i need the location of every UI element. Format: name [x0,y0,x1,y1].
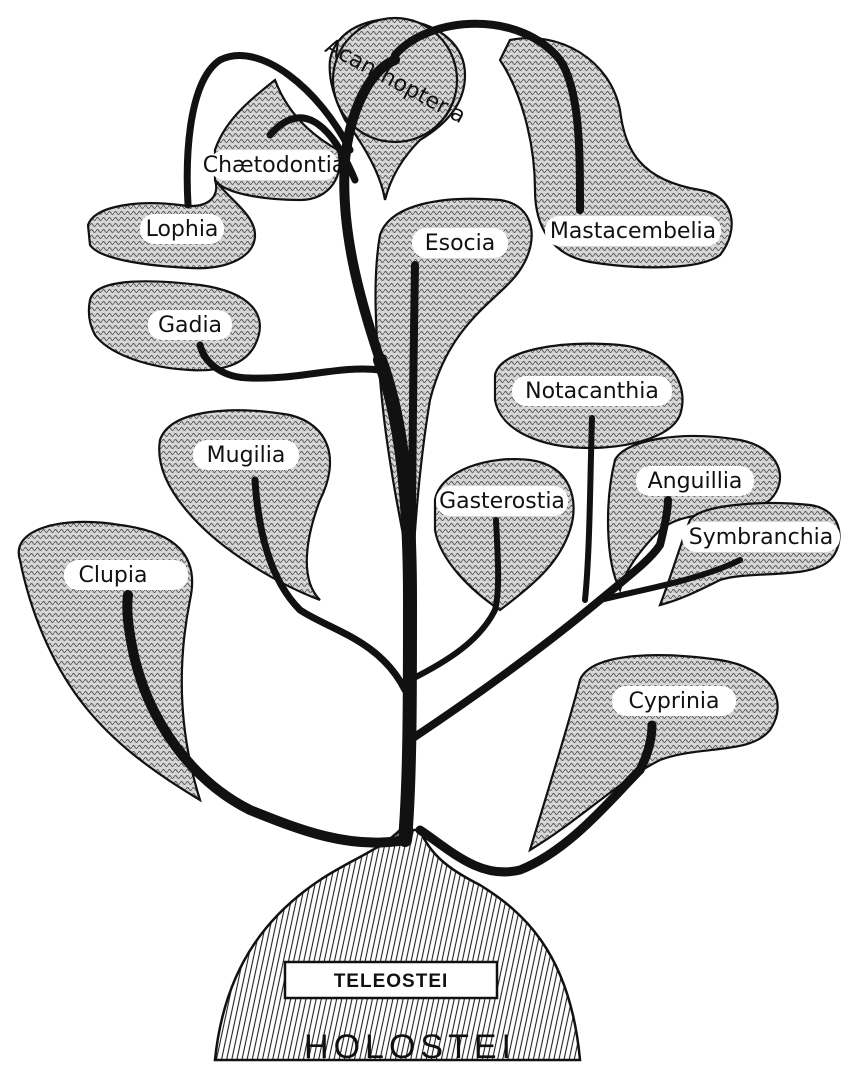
label-mastacembelia: Mastacembelia [550,219,716,244]
label-clupia: Clupia [79,563,148,588]
label-gasterostia: Gasterostia [439,489,565,514]
label-gadia: Gadia [158,313,222,338]
label-cyprinia: Cyprinia [628,689,719,714]
label-lophia: Lophia [146,217,219,242]
lobe-cyprinia [530,655,778,850]
label-chaetodontia: Chætodontia [203,153,346,178]
label-esocia: Esocia [425,231,496,256]
lobe-gasterostia [435,459,574,610]
label-holostei: HOLOSTEI [304,1028,516,1065]
label-anguillia: Anguillia [648,469,743,494]
label-mugilia: Mugilia [207,443,286,468]
label-notacanthia: Notacanthia [525,379,659,404]
label-symbranchia: Symbranchia [689,525,833,550]
lobe-chaetodontia [215,80,340,200]
label-teleostei: TELEOSTEI [334,971,449,992]
